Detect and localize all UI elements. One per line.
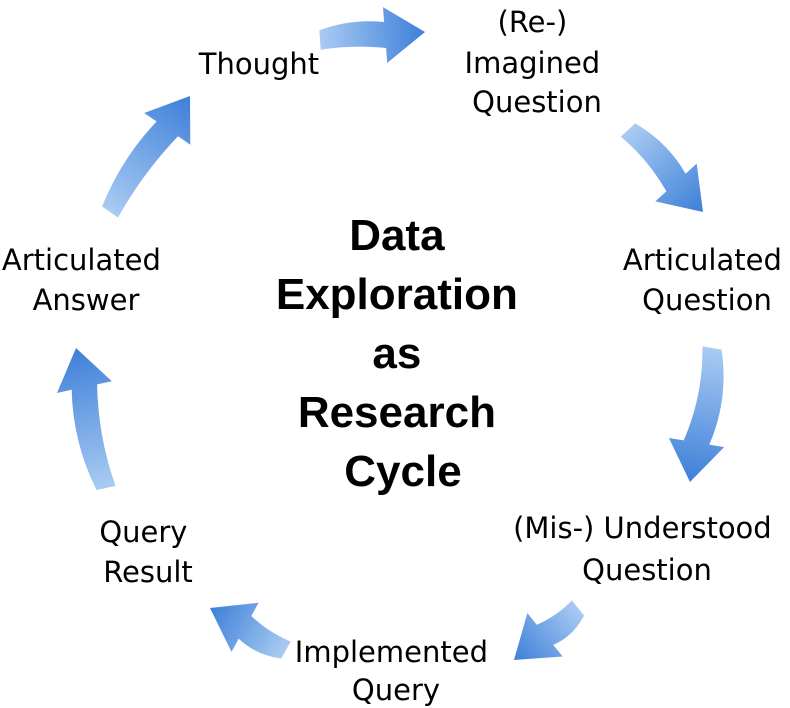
node-label-line: Articulated — [2, 243, 161, 277]
node-thought: Thought — [198, 47, 319, 81]
node-implemented-query: Implemented Query — [295, 635, 497, 707]
arrow-icon-implemented-query-to-query-result — [210, 602, 291, 659]
arrow-icon-query-result-to-articulated-answer — [57, 348, 116, 490]
center-title-line: Research — [298, 388, 496, 437]
node-label-line: Question — [642, 283, 772, 317]
arrow-icon-reimagined-question-to-articulated-question — [620, 123, 703, 212]
node-label-line: Question — [472, 85, 602, 119]
node-articulated-answer: Articulated Answer — [2, 243, 170, 317]
arrow-icon-articulated-answer-to-thought — [102, 96, 191, 218]
node-label-line: Imagined — [465, 46, 601, 80]
arrow-icon-thought-to-reimagined-question — [319, 7, 425, 64]
center-title-line: Cycle — [344, 447, 461, 496]
node-label-line: Result — [103, 555, 193, 589]
center-title-line: as — [372, 329, 421, 378]
node-label-line: Question — [582, 553, 712, 587]
node-label-line: (Mis-) Understood — [513, 511, 772, 545]
center-title-line: Data — [349, 211, 445, 260]
node-label-line: (Re-) — [498, 5, 568, 39]
node-reimagined-question: (Re-) Imagined Question — [465, 5, 610, 119]
node-label-line: Thought — [198, 47, 319, 81]
node-label-line: Query — [99, 515, 187, 549]
node-misunderstood-question: (Mis-) Understood Question — [513, 511, 781, 587]
node-label-line: Query — [352, 673, 440, 707]
node-query-result: Query Result — [99, 515, 196, 589]
node-label-line: Implemented — [295, 635, 488, 669]
center-title: Data Exploration as Research Cycle — [276, 211, 530, 496]
node-articulated-question: Articulated Question — [623, 243, 790, 317]
arrow-icon-misunderstood-question-to-implemented-query — [514, 600, 585, 660]
center-title-line: Exploration — [276, 270, 518, 319]
node-label-line: Articulated — [623, 243, 782, 277]
node-label-line: Answer — [33, 283, 140, 317]
arrow-icon-articulated-question-to-misunderstood-question — [668, 346, 725, 482]
